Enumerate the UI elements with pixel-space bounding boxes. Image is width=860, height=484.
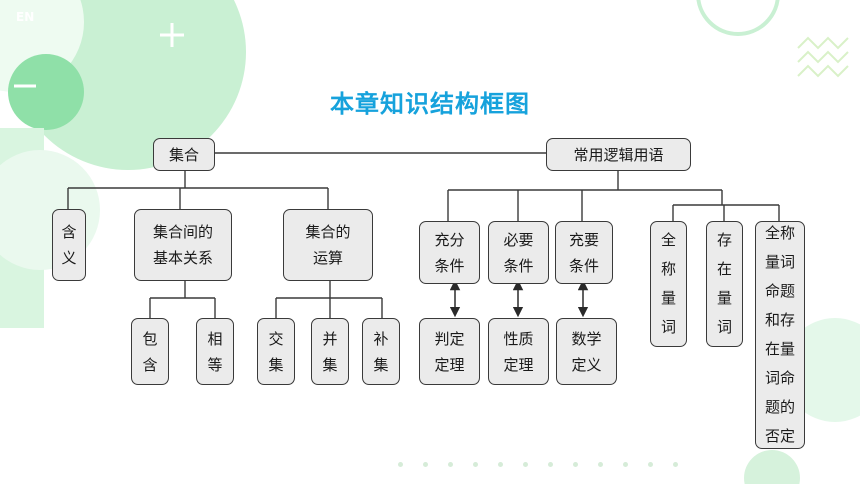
node-bingji: 并 集 [311, 318, 349, 385]
node-xiangdeng: 相 等 [196, 318, 234, 385]
node-jihe: 集合 [153, 138, 215, 171]
page-title: 本章知识结构框图 [330, 90, 530, 118]
en-badge: EN [16, 10, 35, 24]
node-mingti-fouding: 全称 量词 命题 和存 在量 词命 题的 否定 [755, 221, 805, 449]
node-hanyi: 含 义 [52, 209, 86, 281]
node-cunzai-liangci: 存 在 量 词 [706, 221, 743, 347]
node-quancheng-liangci: 全 称 量 词 [650, 221, 687, 347]
node-panding-dingli: 判定 定理 [419, 318, 480, 385]
node-biyao-tiaojian: 必要 条件 [488, 221, 549, 284]
node-shuxue-dingyi: 数学 定义 [556, 318, 617, 385]
node-jiaoji: 交 集 [257, 318, 295, 385]
node-baohan: 包 含 [131, 318, 169, 385]
decorative-dots [398, 462, 678, 467]
node-jihejian-guanxi: 集合间的 基本关系 [134, 209, 232, 281]
node-buji: 补 集 [362, 318, 400, 385]
node-xingzhi-dingli: 性质 定理 [488, 318, 549, 385]
node-chongyao-tiaojian: 充要 条件 [555, 221, 613, 284]
node-changyong-luoji-yongyu: 常用逻辑用语 [546, 138, 691, 171]
node-chongfen-tiaojian: 充分 条件 [419, 221, 480, 284]
node-jihe-yunsuan: 集合的 运算 [283, 209, 373, 281]
